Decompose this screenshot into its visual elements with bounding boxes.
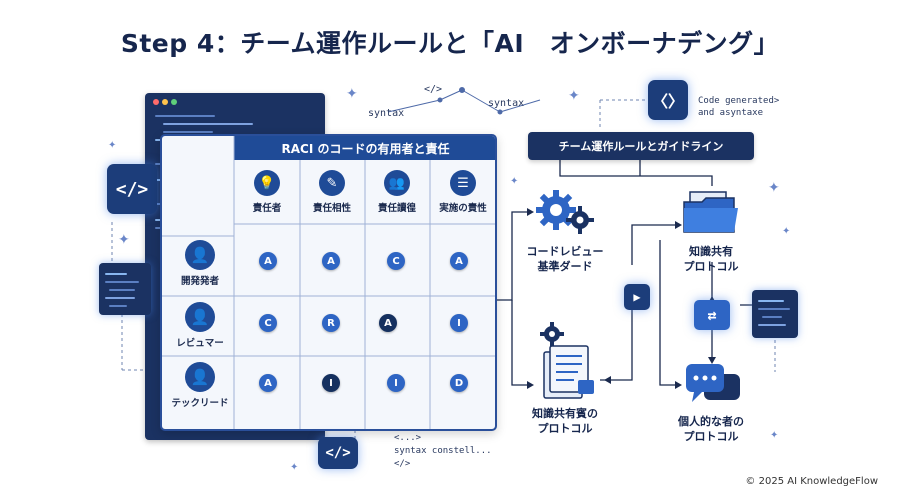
raci-cell: A	[322, 252, 340, 270]
sparkle-icon: ✦	[782, 226, 791, 237]
sparkle-icon: ✦	[346, 86, 358, 102]
sync-icon: ⇄	[694, 300, 730, 330]
raci-header: RACI のコードの有用者と責任	[234, 136, 495, 160]
copyright-text: © 2025 AI KnowledgeFlow	[745, 476, 878, 487]
lightbulb-icon: 💡	[254, 170, 280, 196]
code-glyph: </>	[424, 84, 443, 95]
raci-column-accountable: ✎ 責任相性	[302, 170, 362, 214]
raci-row-reviewer: 👤 レビュマー	[166, 302, 234, 349]
sparkle-icon: ✦	[768, 180, 780, 196]
syntax-constellation-label: syntax constell...	[394, 446, 492, 456]
row-label: テックリード	[171, 398, 229, 409]
person-avatar-icon: 👤	[185, 362, 215, 392]
person-avatar-icon: 👤	[185, 240, 215, 270]
code-icon: </>	[107, 164, 157, 214]
column-label: 責任者	[252, 203, 282, 214]
raci-matrix-panel: RACI のコードの有用者と責任 💡 責任者 ✎ 責任相性 👥 責任讀徨 ☰ 実…	[160, 134, 497, 431]
raci-cell: A	[450, 252, 468, 270]
document-edit-icon: ✎	[319, 170, 345, 196]
column-label: 責任讀徨	[377, 203, 416, 214]
sparkle-icon: ✦	[568, 88, 580, 104]
sparkle-icon: ✦	[510, 176, 519, 187]
raci-row-developer: 👤 開発発者	[166, 240, 234, 287]
sparkle-icon: ✦	[108, 140, 117, 151]
knowledge-protocol-label: 知識共有 プロトコル	[683, 245, 739, 273]
raci-row-techlead: 👤 テックリード	[166, 362, 234, 409]
raci-cell: C	[259, 314, 277, 332]
raci-cell: R	[322, 314, 340, 332]
list-icon: ☰	[450, 170, 476, 196]
column-label: 実施の責性	[439, 203, 487, 214]
video-play-icon: ▶	[624, 284, 650, 310]
code-generated-label: and asyntaxe	[698, 108, 764, 118]
code-generated-label: Code generated>	[698, 96, 780, 106]
mini-code-window	[752, 290, 798, 338]
raci-column-responsible: 💡 責任者	[237, 170, 297, 214]
code-icon: </>	[318, 437, 358, 469]
person-avatar-icon: 👤	[185, 302, 215, 332]
window-maximize-dot	[171, 99, 177, 105]
folder-icon	[683, 191, 738, 233]
column-label: 責任相性	[312, 203, 351, 214]
sparkle-icon: ✦	[770, 430, 779, 441]
window-minimize-dot	[162, 99, 168, 105]
mini-code-window	[99, 263, 151, 315]
personal-protocol-label: 個人的な者の プロトコル	[678, 415, 744, 443]
guidelines-header: チーム運作ルールとガイドライン	[528, 132, 754, 160]
sparkle-icon: ✦	[290, 462, 299, 473]
sparkle-icon: ✦	[118, 232, 130, 248]
raci-cell: C	[387, 252, 405, 270]
people-chat-icon: 👥	[384, 170, 410, 196]
raci-cell: A	[379, 314, 397, 332]
raci-column-consulted: 👥 責任讀徨	[367, 170, 427, 214]
chevrons-code-icon: 〈〉	[648, 80, 688, 120]
window-close-dot	[153, 99, 159, 105]
raci-cell: A	[259, 252, 277, 270]
knowledge-sharing-protocol-label: 知識共有賓の プロトコル	[532, 407, 598, 435]
document-gear-icon	[540, 322, 594, 399]
chat-bubbles-icon	[686, 364, 740, 402]
raci-cell: I	[322, 374, 340, 392]
row-label: レビュマー	[176, 338, 224, 349]
row-label: 開発発者	[180, 276, 219, 287]
raci-column-informed: ☰ 実施の責性	[433, 170, 493, 214]
raci-cell: D	[450, 374, 468, 392]
raci-cell: A	[259, 374, 277, 392]
syntax-label: syntax	[488, 98, 525, 109]
page-title: Step 4：チーム運作ルールと「AI オンボーナデング」	[120, 29, 780, 58]
syntax-label: syntax	[368, 108, 405, 119]
code-review-label: コードレビュー 基準ダード	[526, 245, 604, 273]
raci-cell: I	[387, 374, 405, 392]
raci-grid	[162, 136, 495, 429]
syntax-constellation-label: </>	[394, 459, 411, 469]
gears-icon	[536, 190, 594, 234]
raci-cell: I	[450, 314, 468, 332]
syntax-constellation-label: <...>	[394, 433, 422, 443]
